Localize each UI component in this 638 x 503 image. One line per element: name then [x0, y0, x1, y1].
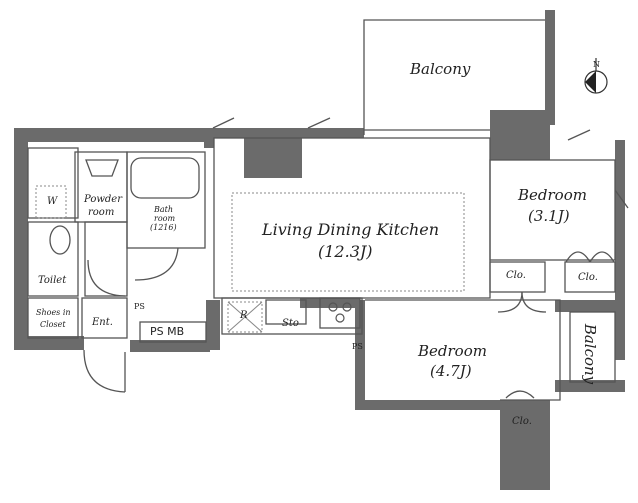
bedroom1-label: Bedroom — [518, 186, 587, 204]
north-label: N — [593, 60, 600, 69]
bath-label-1: Bath — [154, 205, 174, 214]
stove-icon — [328, 302, 352, 323]
room-lines — [27, 19, 629, 401]
shoes-closet-label-2: Closet — [40, 320, 66, 329]
walls — [14, 10, 625, 490]
balcony-top-label: Balcony — [410, 60, 471, 78]
toilet-label: Toilet — [38, 275, 67, 286]
ps-label-2: PS — [352, 342, 363, 351]
storage-label: Sto — [282, 318, 299, 329]
ldk-label: Living Dining Kitchen — [262, 220, 440, 239]
closet2-label: Clo. — [578, 272, 598, 283]
shoes-closet-label-1: Shoes in — [36, 308, 71, 317]
balcony-right-label: Balcony — [581, 323, 600, 385]
refrigerator-label: R — [240, 310, 248, 321]
bath-label-3: (1216) — [150, 223, 177, 232]
refrigerator-cross — [227, 301, 263, 333]
bedroom2-size-label: (4.7J) — [430, 362, 472, 380]
dashed-areas — [35, 185, 465, 333]
bedroom1-size-label: (3.1J) — [528, 207, 570, 225]
powder-label-2: room — [88, 207, 115, 218]
bath-label-2: room — [154, 214, 176, 223]
washer-label: W — [47, 196, 58, 207]
entrance-label: Ent. — [92, 317, 113, 328]
bedroom2-label: Bedroom — [418, 342, 487, 360]
closet3-label: Clo. — [512, 416, 532, 427]
ldk-size-label: (12.3J) — [318, 242, 373, 261]
ps-label-1: PS — [134, 302, 145, 311]
ps-mb-label: PS MB — [150, 325, 185, 338]
closet1-label: Clo. — [506, 270, 526, 281]
powder-label-1: Powder — [84, 194, 123, 205]
north-compass-icon — [584, 58, 608, 94]
